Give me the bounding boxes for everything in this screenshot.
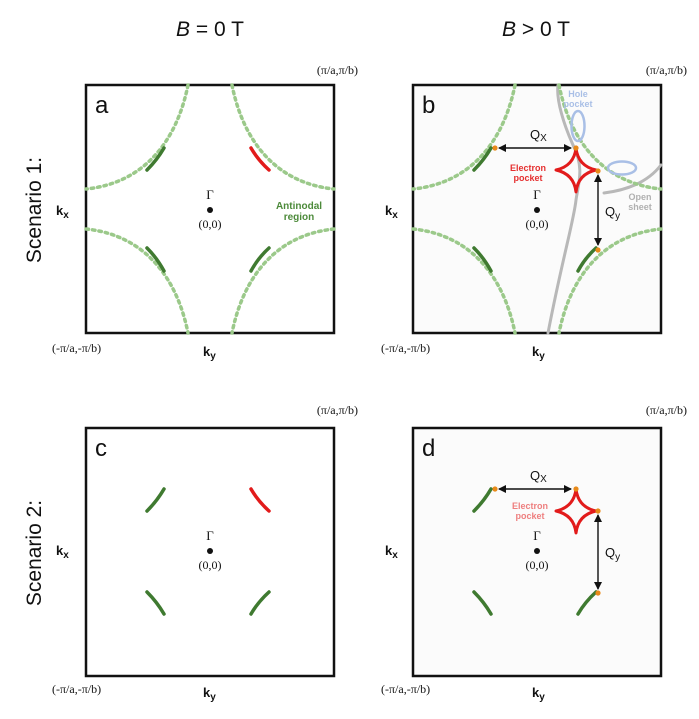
qx-label: QX <box>530 468 547 485</box>
panel-c-frame <box>84 426 336 678</box>
fermi-arc-green-top-left <box>145 487 166 513</box>
electron-pocket-label-line1: Electron <box>510 163 546 173</box>
kx-label-a: kx <box>56 203 69 221</box>
dotted-arc-top-left <box>411 83 517 191</box>
electron-pocket-label-line1: Electron <box>512 501 548 511</box>
corner-top-right-d: (π/a,π/b) <box>646 403 687 417</box>
panel-b-letter: b <box>422 92 435 119</box>
panel-c-letter: c <box>95 435 107 462</box>
electron-pocket-label-line2: pocket <box>513 173 542 183</box>
fermi-arc-red-top-right <box>249 146 271 172</box>
column-header-left: B = 0 T <box>176 18 244 41</box>
corner-top-right-b: (π/a,π/b) <box>646 63 687 77</box>
electron-pocket-label-line2: pocket <box>515 511 544 521</box>
ky-label-d: ky <box>532 685 545 703</box>
fermi-arc-green-bottom-right <box>249 246 271 273</box>
ky-label-b: ky <box>532 344 545 362</box>
antinodal-label-line1: Antinodal <box>276 201 322 212</box>
nesting-point <box>595 508 601 514</box>
nesting-point <box>573 486 579 492</box>
gamma-coords: (0,0) <box>199 558 222 572</box>
antinodal-label-line2: region <box>284 212 315 223</box>
kx-label-d: kx <box>385 543 398 561</box>
dotted-arc-top-left <box>84 83 190 191</box>
gamma-symbol: Γ <box>206 187 214 202</box>
gamma-symbol: Γ <box>533 187 541 202</box>
hole-pocket-label-line2: pocket <box>563 99 592 109</box>
nesting-point <box>595 247 601 253</box>
ky-label-a: ky <box>203 344 216 362</box>
hole-pocket-label-line1: Hole <box>568 89 588 99</box>
fermi-arc-green-bottom-left <box>145 246 166 273</box>
qy-label: Qy <box>605 545 620 563</box>
gamma-coords: (0,0) <box>526 558 549 572</box>
gamma-coords: (0,0) <box>199 217 222 231</box>
corner-bottom-left-a: (-π/a,-π/b) <box>52 341 101 355</box>
hole-pocket-vertical <box>570 109 586 143</box>
dotted-arc-top-right <box>230 83 336 191</box>
nesting-point <box>595 168 601 174</box>
fermi-arc-green-bottom-left <box>145 590 166 616</box>
row-label-scenario2: Scenario 2: <box>23 500 46 606</box>
panel-d: d QX Qy Electron pocket Γ (0,0) <box>411 426 663 678</box>
corner-bottom-left-d: (-π/a,-π/b) <box>381 682 430 696</box>
gamma-symbol: Γ <box>533 528 541 543</box>
gamma-symbol: Γ <box>206 528 214 543</box>
panel-c: c Γ (0,0) <box>84 426 336 678</box>
panel-d-letter: d <box>422 435 435 462</box>
fermi-arc-green-top-left <box>145 146 166 172</box>
fermi-arc-green-bottom-right <box>249 590 271 616</box>
corner-bottom-left-c: (-π/a,-π/b) <box>52 682 101 696</box>
panel-a: a Γ (0,0) Antinodal region <box>84 83 336 335</box>
row-label-scenario1: Scenario 1: <box>23 157 46 263</box>
corner-bottom-left-b: (-π/a,-π/b) <box>381 341 430 355</box>
hole-pocket-horizontal <box>606 160 638 176</box>
dotted-arc-bottom-right <box>557 227 663 335</box>
fermi-arc-green-bottom-left <box>472 590 493 616</box>
qx-label: QX <box>530 127 547 144</box>
nesting-point <box>573 145 579 151</box>
gamma-point <box>207 548 213 554</box>
fermi-arc-red-top-right <box>249 487 271 513</box>
open-sheet-label-line1: Open <box>628 192 651 202</box>
panel-b: b QX <box>411 83 663 335</box>
corner-top-right-a: (π/a,π/b) <box>317 63 358 77</box>
dotted-arc-bottom-left <box>84 227 190 335</box>
open-sheet-label-line2: sheet <box>628 202 652 212</box>
nesting-point <box>492 145 498 151</box>
kx-label-c: kx <box>56 543 69 561</box>
dotted-arc-bottom-right <box>230 227 336 335</box>
nesting-point <box>492 486 498 492</box>
gamma-coords: (0,0) <box>526 217 549 231</box>
ky-label-c: ky <box>203 685 216 703</box>
fermi-arc-green-bottom-left <box>472 246 493 273</box>
fermi-arc-green-bottom-right <box>576 246 598 273</box>
dotted-arc-top-right <box>557 83 663 191</box>
nesting-point <box>595 590 601 596</box>
column-header-right: B > 0 T <box>502 18 570 41</box>
qy-label: Qy <box>605 204 620 222</box>
gamma-point <box>534 548 540 554</box>
kx-label-b: kx <box>385 203 398 221</box>
corner-top-right-c: (π/a,π/b) <box>317 403 358 417</box>
gamma-point <box>534 207 540 213</box>
panel-a-letter: a <box>95 92 109 119</box>
gamma-point <box>207 207 213 213</box>
fermi-arc-green-top-left <box>472 146 493 172</box>
electron-pocket <box>554 146 598 194</box>
electron-pocket <box>554 487 598 535</box>
fermi-arc-green-top-left <box>472 487 493 513</box>
fermi-arc-green-bottom-right <box>576 590 598 616</box>
dotted-arc-bottom-left <box>411 227 517 335</box>
